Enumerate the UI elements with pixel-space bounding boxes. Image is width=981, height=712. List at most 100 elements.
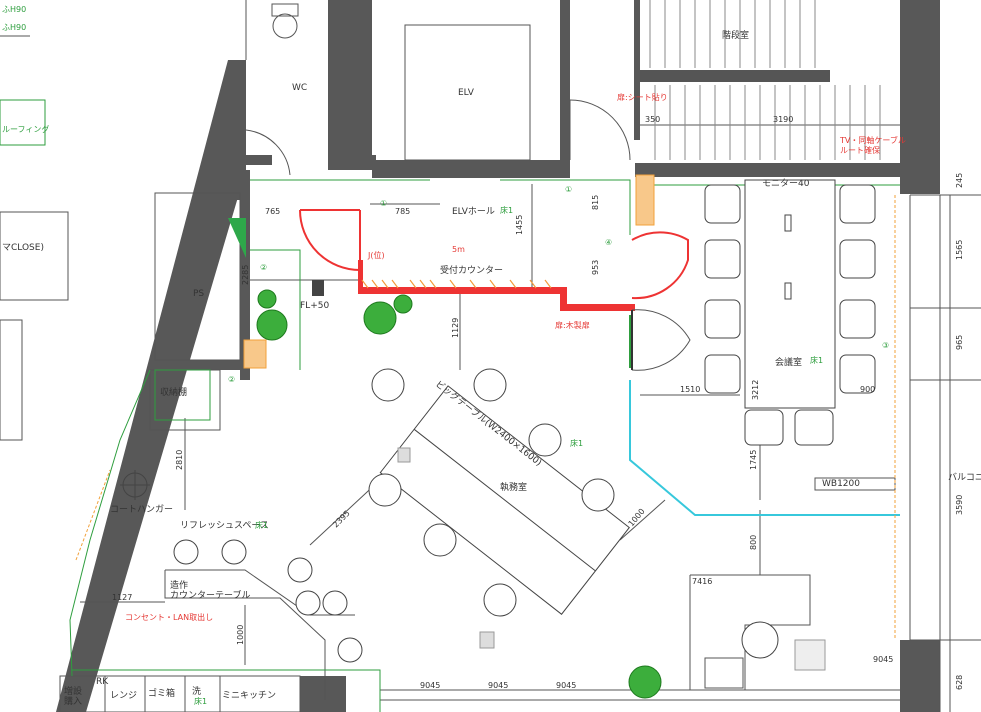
green-route-left [69,369,151,677]
dim-text-3212: 3212 [751,380,760,400]
room-rk: RK [96,677,109,687]
left-tag-2: ふH90 [2,23,26,32]
right-column [900,0,940,194]
room-wash: 洗 [192,685,201,697]
stair-landing [640,70,830,82]
room-purchase: 増設購入 [64,685,82,707]
red-wall-step [560,287,567,307]
dim-text-7416: 7416 [692,577,712,586]
dim-text-1510: 1510 [680,385,700,394]
stair-treads [649,0,881,160]
dim-text-3190: 3190 [773,115,793,124]
whiteboard [814,477,896,491]
meeting-socket-2 [784,282,792,300]
dim-text-3590: 3590 [955,495,964,515]
circ-4: ④ [605,238,612,247]
green-lines [0,99,900,712]
dim-2395 [309,479,381,546]
room-closet: マCLOSE) [2,243,44,253]
note-door-wood: 扉:木製扉 [555,320,590,330]
red-hatch [361,279,552,289]
circ-2a: ② [260,263,267,272]
right-wall-bottom [900,640,940,712]
green-route-3 [500,179,631,235]
structural-walls [56,0,940,712]
room-counter: 造作カウンターテーブル [170,579,250,601]
ps-room [154,192,241,361]
note-outlet-lan: コンセント・LAN取出し [125,612,213,622]
wc-right-wall [328,0,372,170]
box-office [397,447,411,463]
room-range: レンジ [110,691,137,701]
room-elv: ELV [458,88,475,98]
office-chairs [368,368,615,617]
badge-1: 床1 [500,205,513,215]
dim-text-9045b: 9045 [488,681,508,690]
room-balcony: バルコニー [948,472,981,483]
note-wb: WB1200 [822,479,860,489]
meeting-socket-1 [784,214,792,232]
diagonal-wall [56,60,246,712]
exec-desk [689,574,811,691]
plants [256,289,662,699]
cyan-wall [629,380,900,516]
coat-hanger [120,470,150,500]
box-right [794,639,826,671]
green-box-top [0,99,46,146]
room-ps: PS [193,289,204,299]
dim-text-628: 628 [955,675,964,690]
badge-3: 床1 [570,438,583,448]
room-meeting: 会議室 [775,356,802,368]
dim-text-800: 800 [749,535,758,550]
dim-text-765: 765 [265,207,280,216]
left-tag-1: ふH90 [2,5,26,14]
note-j: J(位) [367,250,385,260]
circ-2b: ② [228,375,235,384]
dim-text-900: 900 [860,385,875,394]
room-wc: WC [292,83,307,93]
red-wall-left [358,260,363,294]
room-coat: コートハンガー [110,504,173,515]
dim-text-1565: 1565 [955,240,964,260]
note-monitor: モニター40 [762,178,810,189]
labels: WC ELV ELVホール 階段室 PS 執務室 会議室 バルコニー マCLOS… [2,5,981,707]
green-route-1 [250,249,301,370]
orange-tag [635,174,655,226]
box-fl [312,280,324,296]
dim-text-1129: 1129 [451,318,460,338]
red-wall-right [560,304,635,311]
door-wc [245,129,291,176]
room-mini-kitchen: ミニキッチン [222,690,276,701]
dim-text-965: 965 [955,335,964,350]
dim-text-9045a: 9045 [420,681,440,690]
room-reception: 受付カウンター [440,264,503,276]
dim-text-1745: 1745 [749,450,758,470]
circ-3: ③ [882,341,889,350]
elv-bottom-wall [372,160,570,178]
room-trash: ゴミ箱 [148,687,175,699]
dim-text-2285: 2285 [241,265,250,285]
left-box [0,319,23,441]
elv-shaft [404,24,531,161]
red-wall-main [360,287,565,294]
stair-bottom-wall [635,163,903,177]
room-office: 執務室 [500,481,527,493]
green-box-ps [154,369,211,421]
green-flag [228,218,246,258]
exec-chair [741,621,779,659]
bottom-cabinets [59,675,301,712]
dim-text-815: 815 [591,195,600,210]
elv-right-wall [560,0,570,178]
room-stair: 階段室 [722,29,749,41]
badge-2: 床1 [810,355,823,365]
wc-bottom-wall [246,155,272,165]
door-office [631,309,691,371]
note-5m: 5m [452,245,465,254]
orange-tag-left [243,339,267,369]
office-table [379,385,630,615]
new-walls [358,260,635,311]
room-elv-hall: ELVホール [452,206,495,217]
upper-mid-wall [240,170,250,380]
dim-text-9045c: 9045 [556,681,576,690]
